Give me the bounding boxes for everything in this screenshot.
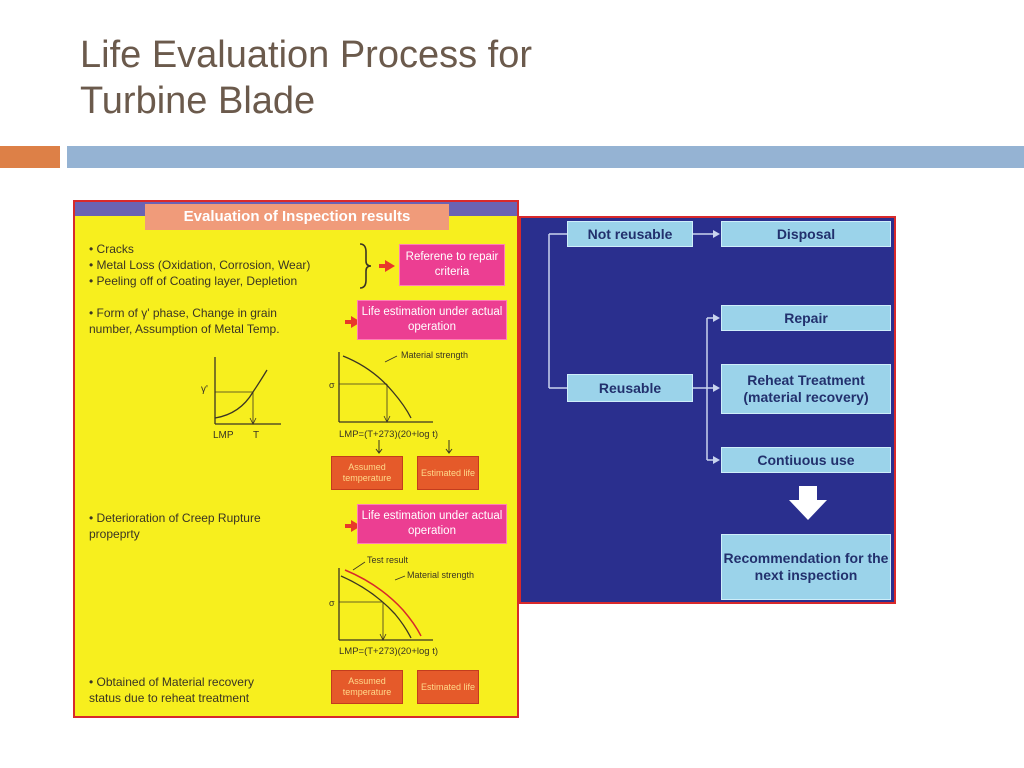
material-recovery-line1: • Obtained of Material recovery bbox=[89, 675, 254, 689]
graph2-curve-label: Material strength bbox=[401, 350, 468, 360]
material-recovery-line2: status due to reheat treatment bbox=[89, 691, 250, 705]
repair-criteria-box: Referene to repair criteria bbox=[399, 244, 505, 286]
assumed-temperature-box-1: Assumed temperature bbox=[331, 456, 403, 490]
graph1-y-label: γ' bbox=[201, 384, 208, 395]
graph3-x-label: LMP=(T+273)(20+log t) bbox=[339, 646, 438, 657]
arrow-to-repair-criteria bbox=[379, 260, 395, 272]
graph2-down-arrow-right bbox=[445, 440, 453, 454]
recommendation-box: Recommendation for the next inspection bbox=[721, 534, 891, 600]
graph2-down-arrows bbox=[375, 440, 383, 454]
slide-title-line1: Life Evaluation Process for bbox=[80, 34, 533, 76]
defect-item-metal-loss: • Metal Loss (Oxidation, Corrosion, Wear… bbox=[89, 258, 311, 272]
life-estimation-box-2: Life estimation under actual operation bbox=[357, 504, 507, 544]
estimated-life-box-2: Estimated life bbox=[417, 670, 479, 704]
arrow-to-life-estimation-2 bbox=[345, 520, 361, 532]
material-recovery-text: • Obtained of Material recovery status d… bbox=[89, 674, 254, 706]
reheat-treatment-box: Reheat Treatment (material recovery) bbox=[721, 364, 891, 414]
graph2-x-label: LMP=(T+273)(20+log t) bbox=[339, 429, 438, 440]
creep-rupture-text: • Deterioration of Creep Rupture propepr… bbox=[89, 510, 261, 542]
creep-rupture-line1: • Deterioration of Creep Rupture bbox=[89, 511, 261, 525]
continuous-use-box: Contiuous use bbox=[721, 447, 891, 473]
inspection-header: Evaluation of Inspection results bbox=[145, 204, 449, 230]
decision-flow-connectors bbox=[548, 230, 827, 520]
reusable-box: Reusable bbox=[567, 374, 693, 402]
graph1-x-label-lmp: LMP bbox=[213, 430, 234, 441]
graph3-curve-label: Material strength bbox=[407, 570, 474, 580]
defect-item-peeling: • Peeling off of Coating layer, Depletio… bbox=[89, 274, 298, 288]
accent-bar-orange bbox=[0, 146, 60, 168]
life-estimation-box-1: Life estimation under actual operation bbox=[357, 300, 507, 340]
graph1-x-label-t: T bbox=[253, 430, 259, 441]
defect-list: • Cracks • Metal Loss (Oxidation, Corros… bbox=[89, 241, 310, 289]
repair-box: Repair bbox=[721, 305, 891, 331]
gamma-phase-text: • Form of γ' phase, Change in grain numb… bbox=[89, 305, 280, 337]
defect-item-cracks: • Cracks bbox=[89, 242, 134, 256]
gamma-phase-line2: number, Assumption of Metal Temp. bbox=[89, 322, 280, 336]
inspection-results-panel: Evaluation of Inspection results • Crack… bbox=[73, 200, 519, 718]
strength-lmp-graph: σ Material strength LMP=(T+273)(20+log t… bbox=[329, 350, 468, 440]
disposal-box: Disposal bbox=[721, 221, 891, 247]
not-reusable-box: Not reusable bbox=[567, 221, 693, 247]
slide-title-line2: Turbine Blade bbox=[80, 80, 316, 122]
gamma-phase-line1: • Form of γ' phase, Change in grain bbox=[89, 306, 277, 320]
decision-flow-panel: Not reusable Disposal Reusable Repair Re… bbox=[519, 216, 896, 604]
creep-rupture-graph: σ Test result Material strength LMP=(T+2… bbox=[329, 555, 474, 657]
assumed-temperature-box-2: Assumed temperature bbox=[331, 670, 403, 704]
graph2-y-label: σ bbox=[329, 380, 335, 390]
gamma-lmp-graph: γ' LMP T bbox=[201, 357, 281, 441]
accent-bar-blue bbox=[67, 146, 1024, 168]
brace-icon bbox=[359, 243, 372, 289]
creep-rupture-line2: propeprty bbox=[89, 527, 140, 541]
graph3-y-label: σ bbox=[329, 598, 335, 608]
estimated-life-box-1: Estimated life bbox=[417, 456, 479, 490]
graph3-test-label: Test result bbox=[367, 555, 409, 565]
arrow-to-life-estimation-1 bbox=[345, 316, 361, 328]
slide-title: Life Evaluation Process for Turbine Blad… bbox=[80, 32, 780, 124]
